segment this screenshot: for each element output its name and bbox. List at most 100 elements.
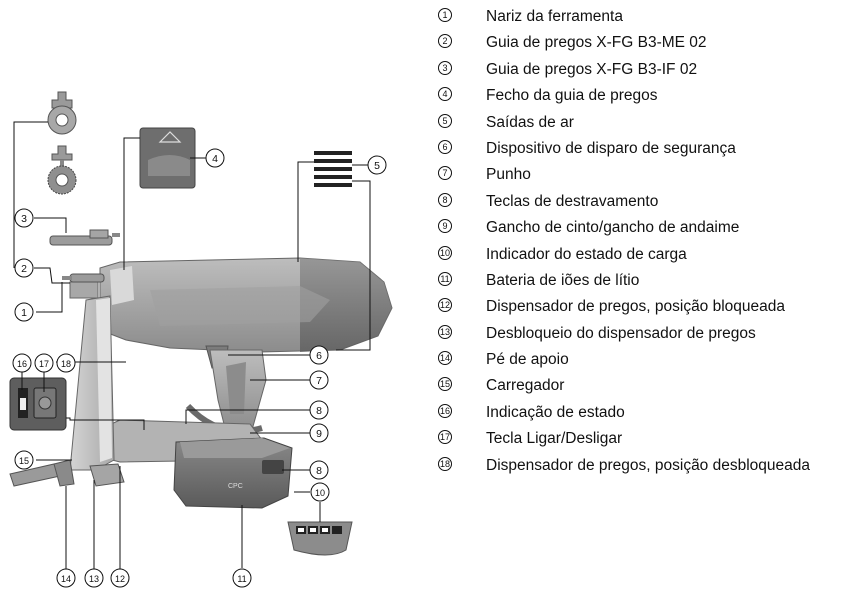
air-vents-inset [314, 151, 352, 187]
legend-text: Indicação de estado [486, 403, 625, 421]
callout-6: 6 [309, 345, 329, 365]
legend-text: Bateria de iões de lítio [486, 271, 640, 289]
svg-text:1: 1 [21, 307, 27, 319]
status-panel-inset [9, 377, 67, 431]
legend-number: 6 [438, 139, 452, 154]
charge-indicator-inset [287, 521, 353, 556]
svg-text:12: 12 [115, 574, 125, 584]
callout-9: 9 [309, 423, 329, 443]
svg-text:14: 14 [61, 574, 71, 584]
legend-number: 3 [438, 60, 452, 75]
svg-text:16: 16 [17, 359, 27, 369]
legend-text: Dispensador de pregos, posição bloqueada [486, 298, 786, 316]
legend-number: 4 [438, 87, 452, 102]
callout-8-bottom: 8 [309, 460, 329, 480]
callout-17: 17 [34, 353, 54, 373]
nail-guide-me-ring [47, 91, 77, 135]
legend-number: 18 [438, 456, 452, 471]
callout-16: 16 [12, 353, 32, 373]
callout-10: 10 [310, 482, 330, 502]
svg-text:13: 13 [89, 574, 99, 584]
leader-lines [13, 121, 371, 570]
svg-text:17: 17 [39, 359, 49, 369]
latch-inset [139, 127, 196, 189]
legend-number: 2 [438, 34, 452, 49]
legend-item: 7 Punho [438, 165, 856, 191]
callout-11: 11 [232, 568, 252, 588]
legend-text: Desbloqueio do dispensador de pregos [486, 324, 756, 342]
callout-15: 15 [14, 450, 34, 470]
legend-item: 12 Dispensador de pregos, posição bloquea… [438, 297, 856, 323]
legend-item: 6 Dispositivo de disparo de segurança [438, 139, 856, 165]
legend-item: 4 Fecho da guia de pregos [438, 86, 856, 112]
legend-item: 14 Pé de apoio [438, 350, 856, 376]
svg-text:2: 2 [21, 263, 27, 275]
callout-14: 14 [56, 568, 76, 588]
legend-number: 11 [438, 271, 452, 286]
callout-8-top: 8 [309, 400, 329, 420]
legend-number: 16 [438, 403, 452, 418]
legend-text: Nariz da ferramenta [486, 8, 623, 25]
legend-text: Teclas de destravamento [486, 192, 659, 210]
callout-7: 7 [309, 370, 329, 390]
legend-text: Carregador [486, 377, 565, 395]
legend-text: Indicador do estado de carga [486, 245, 687, 263]
callout-5: 5 [367, 155, 387, 175]
support-foot [9, 459, 125, 487]
legend-number: 14 [438, 351, 452, 366]
legend-number: 7 [438, 166, 452, 181]
legend-number: 9 [438, 219, 452, 234]
svg-text:6: 6 [316, 350, 322, 362]
callout-1: 1 [14, 302, 34, 322]
legend-item: 16 Indicação de estado [438, 403, 856, 429]
legend-item: 2 Guia de pregos X-FG B3-ME 02 [438, 33, 856, 59]
legend-number: 10 [438, 245, 452, 260]
legend-item: 11 Bateria de iões de lítio [438, 271, 856, 297]
callout-12: 12 [110, 568, 130, 588]
legend-number: 13 [438, 324, 452, 339]
svg-text:15: 15 [19, 456, 29, 466]
legend-item: 15 Carregador [438, 376, 856, 402]
legend-text: Saídas de ar [486, 113, 574, 131]
svg-text:9: 9 [316, 428, 322, 440]
svg-text:3: 3 [21, 213, 27, 225]
legend-text: Guia de pregos X-FG B3-ME 02 [486, 34, 707, 52]
legend-number: 15 [438, 377, 452, 392]
legend-text: Fecho da guia de pregos [486, 87, 658, 105]
legend-number: 1 [438, 8, 452, 22]
svg-text:11: 11 [237, 574, 246, 584]
callout-2: 2 [14, 258, 34, 278]
nail-guide-if-ring [47, 145, 77, 195]
svg-text:10: 10 [315, 488, 325, 498]
legend-number: 8 [438, 192, 452, 207]
legend-number: 12 [438, 298, 452, 313]
legend-text: Punho [486, 166, 531, 184]
legend-item: 8 Teclas de destravamento [438, 192, 856, 218]
callout-13: 13 [84, 568, 104, 588]
svg-text:18: 18 [61, 359, 71, 369]
legend-item: 10 Indicador do estado de carga [438, 245, 856, 271]
callout-3: 3 [14, 208, 34, 228]
legend-text: Pé de apoio [486, 351, 569, 369]
legend-text: Dispensador de pregos, posição desbloque… [486, 456, 811, 474]
legend-item: 3 Guia de pregos X-FG B3-IF 02 [438, 60, 856, 86]
callout-18: 18 [56, 353, 76, 373]
legend-text: Guia de pregos X-FG B3-IF 02 [486, 60, 698, 78]
legend-item: 1 Nariz da ferramenta [438, 7, 856, 33]
svg-text:8: 8 [316, 405, 322, 417]
legend-item: 18 Dispensador de pregos, posição desbloq… [438, 456, 856, 500]
tool-body: CPC [95, 257, 393, 509]
callout-4: 4 [205, 148, 225, 168]
svg-text:5: 5 [374, 160, 380, 172]
legend-text: Dispositivo de disparo de segurança [486, 139, 736, 157]
nail-guide-pin [49, 229, 120, 246]
legend-text: Tecla Ligar/Desligar [486, 430, 623, 448]
nail-magazine [62, 273, 115, 471]
battery-brand: CPC [228, 483, 243, 490]
legend-item: 13 Desbloqueio do dispensador de pregos [438, 324, 856, 350]
